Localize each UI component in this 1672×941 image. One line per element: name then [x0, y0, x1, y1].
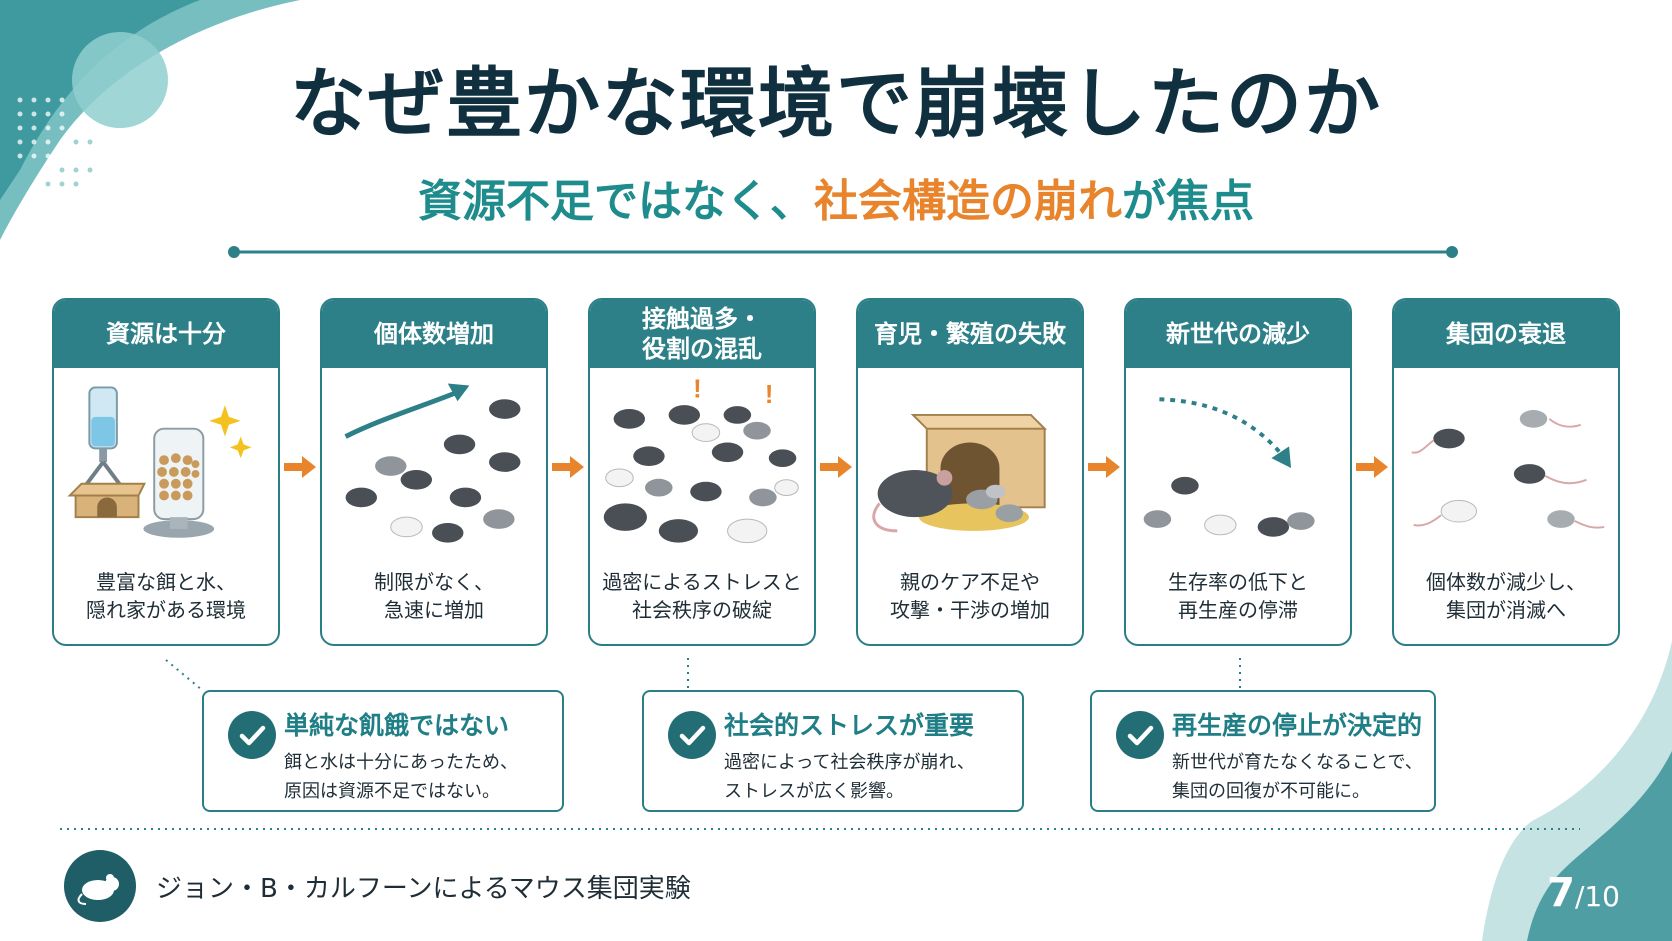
stage-illustration — [322, 368, 546, 568]
page-total: /10 — [1574, 880, 1620, 913]
checkmark-icon — [1116, 711, 1164, 759]
stage-illustration — [1394, 368, 1618, 568]
svg-text:!: ! — [693, 375, 702, 403]
stage-title: 新世代の減少 — [1126, 300, 1350, 368]
mouse-icon — [64, 850, 136, 922]
note-title: 再生産の停止が決定的 — [1172, 711, 1423, 740]
note-box-not-starvation: 単純な飢餓ではない 餌と水は十分にあったため、 原因は資源不足ではない。 — [202, 690, 564, 812]
page-number: 7/10 — [1547, 870, 1620, 916]
note-body: 過密によって社会秩序が崩れ、 ストレスが広く影響。 — [724, 752, 975, 802]
footer-divider — [60, 828, 1580, 830]
note-body: 新世代が育たなくなることで、 集団の回復が不可能に。 — [1172, 752, 1423, 802]
stage-description: 制限がなく、 急速に増加 — [374, 570, 494, 622]
page-current: 7 — [1547, 870, 1575, 916]
mouse-nest-box-icon — [872, 413, 1048, 533]
arrow-right-icon — [1088, 456, 1120, 478]
arrow-right-icon — [1356, 456, 1388, 478]
stage-illustration — [1126, 368, 1350, 568]
stage-card-population-growth: 個体数増加 制限がなく、 急速に増加 — [320, 298, 548, 646]
rising-arrow-mice-icon — [344, 383, 521, 543]
stage-title: 個体数増加 — [322, 300, 546, 368]
stage-illustration — [54, 368, 278, 568]
stage-description: 生存率の低下と 再生産の停滞 — [1168, 570, 1308, 622]
decorative-corner-top-left — [0, 0, 300, 240]
subtitle-part-3: が焦点 — [1122, 176, 1254, 227]
page-subtitle: 資源不足ではなく、社会構造の崩れが焦点 — [0, 176, 1672, 229]
footer-caption: ジョン・B・カルフーンによるマウス集団実験 — [156, 874, 691, 904]
subtitle-part-2: 社会構造の崩れ — [814, 176, 1122, 227]
page-title: なぜ豊かな環境で崩壊したのか — [290, 59, 1382, 148]
checkmark-icon — [228, 711, 276, 759]
arrow-right-icon — [284, 456, 316, 478]
stage-card-resources: 資源は十分 豊富な餌と水、 隠れ家がある環境 — [52, 298, 280, 646]
scattered-mice-icon — [1411, 410, 1605, 529]
stage-title: 接触過多・ 役割の混乱 — [590, 300, 814, 368]
stage-card-population-decline: 集団の衰退 個体数が減少し、 集団が消滅へ — [1392, 298, 1620, 646]
stage-description: 個体数が減少し、 集団が消滅へ — [1426, 570, 1586, 622]
arrow-right-icon — [552, 456, 584, 478]
note-body: 餌と水は十分にあったため、 原因は資源不足ではない。 — [284, 752, 518, 802]
stage-title: 資源は十分 — [54, 300, 278, 368]
note-box-social-stress: 社会的ストレスが重要 過密によって社会秩序が崩れ、 ストレスが広く影響。 — [642, 690, 1024, 812]
water-bottle-food-feeder-hut-icon — [67, 386, 252, 538]
note-title: 社会的ストレスが重要 — [724, 711, 975, 740]
decorative-corner-bottom-right — [1482, 641, 1672, 941]
connector-line — [687, 658, 689, 690]
stage-description: 親のケア不足や 攻撃・干渉の増加 — [890, 570, 1050, 622]
note-box-reproduction-halt: 再生産の停止が決定的 新世代が育たなくなることで、 集団の回復が不可能に。 — [1090, 690, 1436, 812]
subtitle-part-1: 資源不足ではなく、 — [418, 176, 814, 227]
stage-description: 豊富な餌と水、 隠れ家がある環境 — [86, 570, 246, 622]
declining-arrow-mice-icon — [1143, 397, 1315, 537]
stage-title: 集団の衰退 — [1394, 300, 1618, 368]
arrow-right-icon — [820, 456, 852, 478]
stage-illustration: ! ! — [590, 368, 814, 568]
svg-text:!: ! — [765, 381, 774, 409]
stage-title: 育児・繁殖の失敗 — [858, 300, 1082, 368]
stage-card-breeding-failure: 育児・繁殖の失敗 親のケア不足や 攻撃・干渉の増加 — [856, 298, 1084, 646]
stage-illustration — [858, 368, 1082, 568]
connector-line — [1239, 658, 1241, 690]
stage-card-overcrowding: 接触過多・ 役割の混乱 ! ! 過密によるストレスと 社会秩序の破綻 — [588, 298, 816, 646]
stage-description: 過密によるストレスと 社会秩序の破綻 — [602, 570, 802, 622]
title-divider — [228, 246, 1458, 258]
crowded-mice-icon: ! ! — [603, 375, 799, 544]
checkmark-icon — [668, 711, 716, 759]
note-title: 単純な飢餓ではない — [284, 711, 510, 740]
stage-card-fewer-offspring: 新世代の減少 生存率の低下と 再生産の停滞 — [1124, 298, 1352, 646]
